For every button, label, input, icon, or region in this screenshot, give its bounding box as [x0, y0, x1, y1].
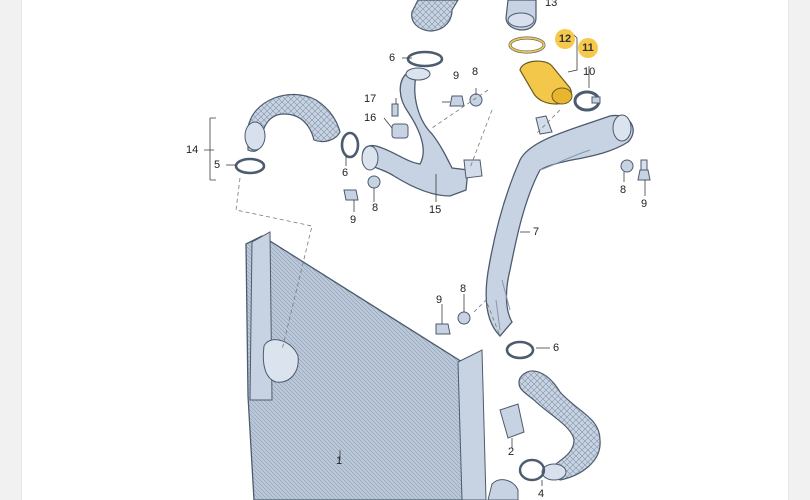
callout-9-mid: 9 [350, 214, 357, 226]
bracket-2 [499, 403, 525, 439]
callout-2: 2 [508, 446, 515, 458]
callout-9-lower: 9 [436, 294, 443, 306]
nut-8-mid [367, 175, 381, 189]
hose-11 [519, 60, 573, 105]
hose-clamp-6-left [340, 131, 360, 159]
nut-8-top [469, 93, 483, 107]
callout-6-top: 6 [389, 52, 396, 64]
callout-12-badge: 12 [555, 29, 575, 49]
nut-8-lower [457, 311, 471, 325]
bottom-pipe [487, 479, 519, 500]
dashed-reference-lines [235, 89, 561, 351]
hose-clamp-12 [508, 36, 546, 54]
pipe-connector-13 [505, 0, 537, 31]
callout-8-lower: 8 [460, 283, 467, 295]
hose-clamp-6-lower [505, 340, 535, 360]
charge-pipe-7 [485, 114, 634, 337]
sensor-16 [391, 123, 409, 139]
callout-10: 10 [583, 66, 596, 78]
hose-clamp-10 [573, 90, 601, 112]
hose-4 [518, 370, 601, 481]
callout-8-top: 8 [472, 66, 479, 78]
hose-upper-left [411, 0, 459, 32]
hose-clamp-bottom [518, 458, 546, 482]
charge-pipe-15 [361, 67, 483, 197]
hose-clamp-6-top [406, 50, 444, 68]
callout-7: 7 [533, 226, 540, 238]
hose-14 [244, 93, 341, 152]
callout-13: 13 [545, 0, 558, 9]
callout-5: 5 [214, 159, 221, 171]
nut-8-right [620, 159, 634, 173]
callout-14: 14 [186, 144, 199, 156]
callout-8-right: 8 [620, 184, 627, 196]
callout-4: 4 [538, 488, 545, 500]
bolt-9-lower [435, 323, 451, 335]
callout-15: 15 [429, 204, 442, 216]
bolt-9-top [449, 95, 465, 107]
callout-6-left: 6 [342, 167, 349, 179]
intercooler-1 [245, 231, 487, 500]
bolt-9-mid [343, 189, 359, 201]
callout-8-mid: 8 [372, 202, 379, 214]
callout-11-badge: 11 [578, 38, 598, 58]
bolt-9-right [637, 159, 651, 181]
screw-17 [391, 103, 399, 117]
callout-6-lower: 6 [553, 342, 560, 354]
callout-9-top: 9 [453, 70, 460, 82]
callout-17: 17 [364, 93, 377, 105]
hose-clamp-5 [234, 157, 266, 175]
callout-16: 16 [364, 112, 377, 124]
callout-1: 1 [336, 455, 343, 467]
callout-9-right: 9 [641, 198, 648, 210]
